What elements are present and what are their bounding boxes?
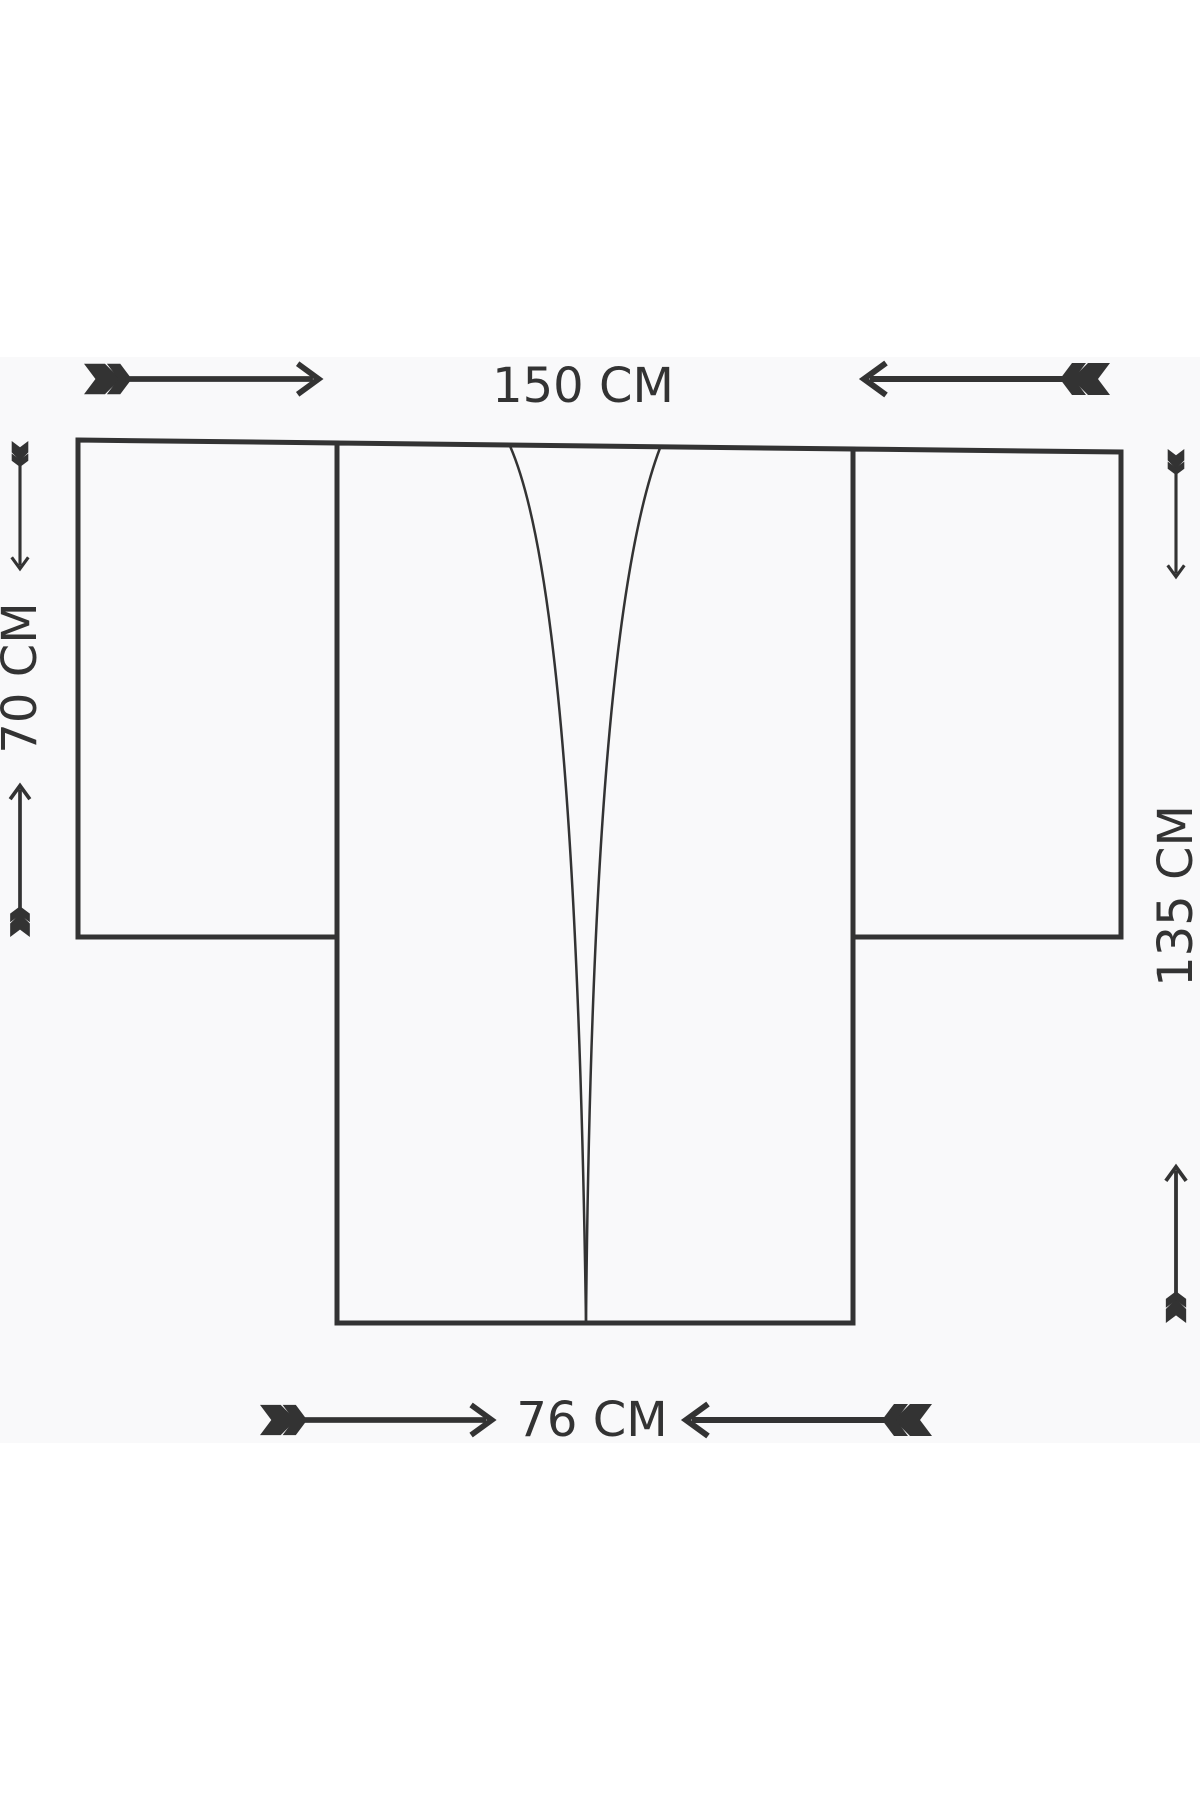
body-width-label: 76 CM	[516, 1392, 667, 1448]
arrow-down-icon	[1168, 449, 1185, 577]
left-sleeve	[75, 437, 340, 940]
arrow-right-icon	[260, 1405, 492, 1435]
arrow-right-icon	[84, 364, 319, 395]
width-top-label: 150 CM	[492, 358, 674, 414]
arrow-down-icon	[12, 441, 29, 569]
right-sleeve	[850, 446, 1124, 940]
right-lapel-curve	[584, 447, 662, 1324]
arrow-left-icon	[686, 1404, 932, 1436]
total-length-label: 135 CM	[1148, 805, 1200, 987]
background-band	[0, 357, 1200, 1443]
arrow-up-icon	[1166, 1167, 1186, 1323]
body-panel	[334, 440, 856, 1326]
left-lapel-curve	[508, 445, 588, 1324]
arrow-left-icon	[864, 363, 1110, 395]
arrow-up-icon	[10, 786, 30, 937]
garment-outline	[75, 437, 1124, 1326]
sleeve-length-label: 70 CM	[0, 602, 48, 753]
